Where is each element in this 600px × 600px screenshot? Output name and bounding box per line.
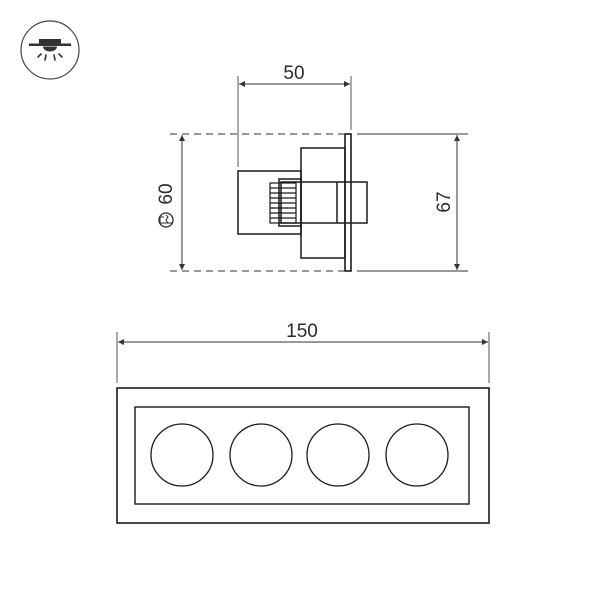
led-lens-1 — [150, 423, 214, 487]
heatsink-fins — [269, 182, 297, 224]
led-lens-2 — [229, 423, 293, 487]
cutout-extension-lines — [170, 133, 344, 272]
housing-body — [300, 147, 346, 259]
led-lens-3 — [306, 423, 370, 487]
width-label: 150 — [286, 321, 318, 342]
cutout-hole-symbol — [158, 212, 174, 228]
height-label: 67 — [434, 191, 455, 212]
side-view — [170, 76, 468, 272]
ceiling-recessed-mount-icon — [20, 20, 80, 80]
outer-frame — [116, 387, 490, 524]
inner-frame — [134, 406, 470, 505]
front-flange — [344, 133, 352, 272]
cutout-label-group: 60 — [156, 183, 177, 228]
front-view — [116, 332, 490, 524]
cutout-label: 60 — [156, 183, 177, 204]
height-label-group: 67 — [434, 191, 455, 212]
led-lens-4 — [385, 423, 449, 487]
depth-label: 50 — [283, 63, 304, 84]
width-dimension — [116, 332, 490, 383]
depth-dimension — [237, 76, 352, 167]
height-extension-lines — [357, 133, 468, 272]
